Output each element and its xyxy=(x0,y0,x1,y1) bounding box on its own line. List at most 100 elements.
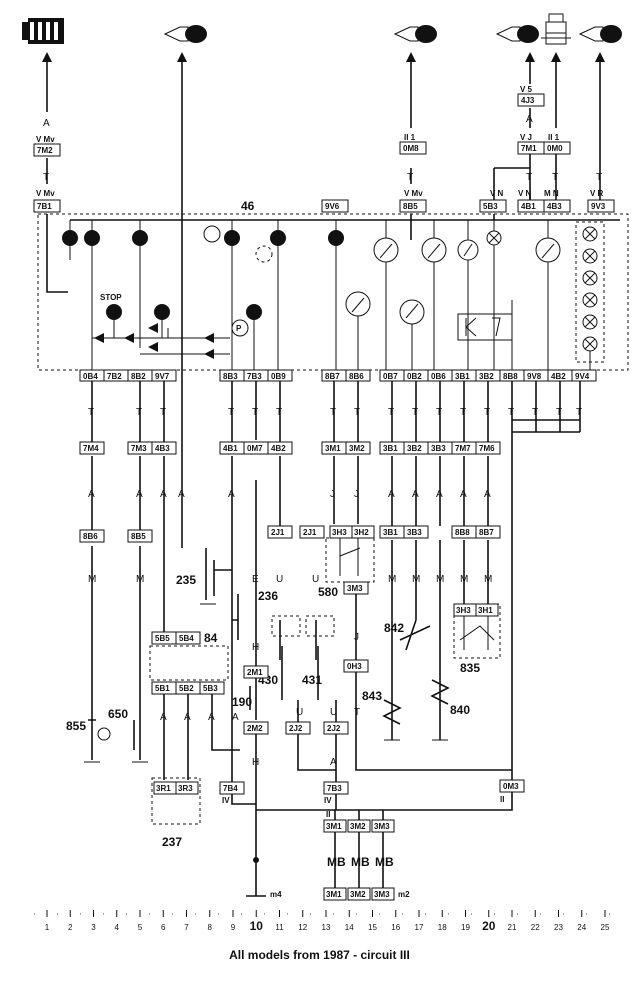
component-237-box xyxy=(151,777,201,825)
svg-text:3M2: 3M2 xyxy=(349,444,365,453)
wire-colour: II 1 xyxy=(548,133,560,142)
grid-number: 25 xyxy=(601,923,610,932)
svg-text:M: M xyxy=(88,574,96,585)
svg-text:0M0: 0M0 xyxy=(547,144,563,153)
svg-text:A: A xyxy=(88,489,95,500)
ignition-coil-icon xyxy=(541,13,571,45)
bulb-icon xyxy=(495,25,539,43)
grid-number: 2 xyxy=(68,923,73,932)
wire-colour: V Mv xyxy=(36,189,55,198)
grid-number: 22 xyxy=(531,923,540,932)
grid-number: 23 xyxy=(554,923,563,932)
svg-text:2J2: 2J2 xyxy=(327,724,341,733)
grid-number: 5 xyxy=(138,923,143,932)
grid-number: 16 xyxy=(391,923,400,932)
svg-text:3B1: 3B1 xyxy=(383,528,398,537)
svg-text:8B7: 8B7 xyxy=(479,528,494,537)
svg-text:8B8: 8B8 xyxy=(455,528,470,537)
svg-text:0M8: 0M8 xyxy=(403,144,419,153)
svg-text:2J1: 2J1 xyxy=(303,528,317,537)
component-number: 840 xyxy=(450,703,470,717)
svg-text:3B2: 3B2 xyxy=(479,372,494,381)
svg-text:4B2: 4B2 xyxy=(271,444,286,453)
svg-text:8B3: 8B3 xyxy=(223,372,238,381)
svg-text:5B5: 5B5 xyxy=(155,634,170,643)
svg-text:8B2: 8B2 xyxy=(131,372,146,381)
svg-text:U: U xyxy=(276,574,283,585)
svg-text:A: A xyxy=(232,712,239,723)
grid-number: 17 xyxy=(415,923,424,932)
svg-text:3B2: 3B2 xyxy=(407,444,422,453)
component-number: 431 xyxy=(302,673,322,687)
svg-text:J: J xyxy=(354,489,359,500)
svg-text:T: T xyxy=(330,407,336,418)
svg-text:0M7: 0M7 xyxy=(247,444,263,453)
svg-text:T: T xyxy=(88,407,94,418)
svg-text:3H3: 3H3 xyxy=(332,528,347,537)
wire-colour: V Mv xyxy=(404,189,423,198)
wire-letter: T xyxy=(407,172,413,183)
svg-text:T: T xyxy=(556,407,562,418)
svg-text:T: T xyxy=(484,407,490,418)
stop-label: STOP xyxy=(100,293,122,302)
brake-symbol xyxy=(203,225,221,243)
grid-number: 7 xyxy=(184,923,189,932)
svg-text:9V7: 9V7 xyxy=(155,372,170,381)
svg-text:3B3: 3B3 xyxy=(407,528,422,537)
bulb-icon xyxy=(393,25,437,43)
svg-text:T: T xyxy=(354,707,360,718)
grid-number: 12 xyxy=(298,923,307,932)
lamp-column xyxy=(575,221,605,363)
component-number: 235 xyxy=(176,573,196,587)
wire-letter: T xyxy=(552,172,558,183)
svg-text:8B5: 8B5 xyxy=(403,202,418,211)
svg-text:A: A xyxy=(412,489,419,500)
svg-text:A: A xyxy=(484,489,491,500)
component-number: 236 xyxy=(258,589,278,603)
svg-text:7M3: 7M3 xyxy=(131,444,147,453)
svg-text:T: T xyxy=(508,407,514,418)
svg-text:0B9: 0B9 xyxy=(271,372,286,381)
svg-text:M: M xyxy=(460,574,468,585)
grade-label: IV xyxy=(222,796,230,805)
grid-number: 13 xyxy=(322,923,331,932)
svg-text:3R3: 3R3 xyxy=(178,784,193,793)
arrow-up-icon xyxy=(42,52,605,62)
svg-text:7B1: 7B1 xyxy=(37,202,52,211)
svg-text:0B7: 0B7 xyxy=(383,372,398,381)
svg-text:3R1: 3R1 xyxy=(156,784,171,793)
svg-text:T: T xyxy=(160,407,166,418)
svg-text:5B3: 5B3 xyxy=(203,684,218,693)
bulb-icon xyxy=(578,25,622,43)
grade-label: II xyxy=(326,810,330,819)
svg-text:M: M xyxy=(136,574,144,585)
grid-number: 18 xyxy=(438,923,447,932)
grid-number: 3 xyxy=(91,923,96,932)
wire-colour: V N xyxy=(518,189,532,198)
svg-text:A: A xyxy=(228,489,235,500)
svg-text:2M1: 2M1 xyxy=(247,668,263,677)
svg-text:U: U xyxy=(330,707,337,718)
svg-text:2J2: 2J2 xyxy=(289,724,303,733)
svg-text:7M2: 7M2 xyxy=(37,146,53,155)
mb-label: MB xyxy=(327,855,346,869)
svg-text:9V6: 9V6 xyxy=(325,202,340,211)
wire-colour: V J xyxy=(520,133,532,142)
grid-number: 20 xyxy=(482,919,496,933)
svg-text:8B7: 8B7 xyxy=(325,372,340,381)
component-number: 842 xyxy=(384,621,404,635)
svg-text:T: T xyxy=(576,407,582,418)
svg-text:4J3: 4J3 xyxy=(521,96,535,105)
svg-text:0H3: 0H3 xyxy=(347,662,362,671)
svg-text:3M2: 3M2 xyxy=(350,822,366,831)
svg-text:4B3: 4B3 xyxy=(547,202,562,211)
svg-text:0B2: 0B2 xyxy=(407,372,422,381)
wire-colour: II 1 xyxy=(404,133,416,142)
wire-letter: T xyxy=(43,172,49,183)
mass-label: m2 xyxy=(398,890,410,899)
grid-number: 21 xyxy=(508,923,517,932)
svg-text:4B3: 4B3 xyxy=(155,444,170,453)
mass-label: m4 xyxy=(270,890,282,899)
svg-text:A: A xyxy=(136,489,143,500)
